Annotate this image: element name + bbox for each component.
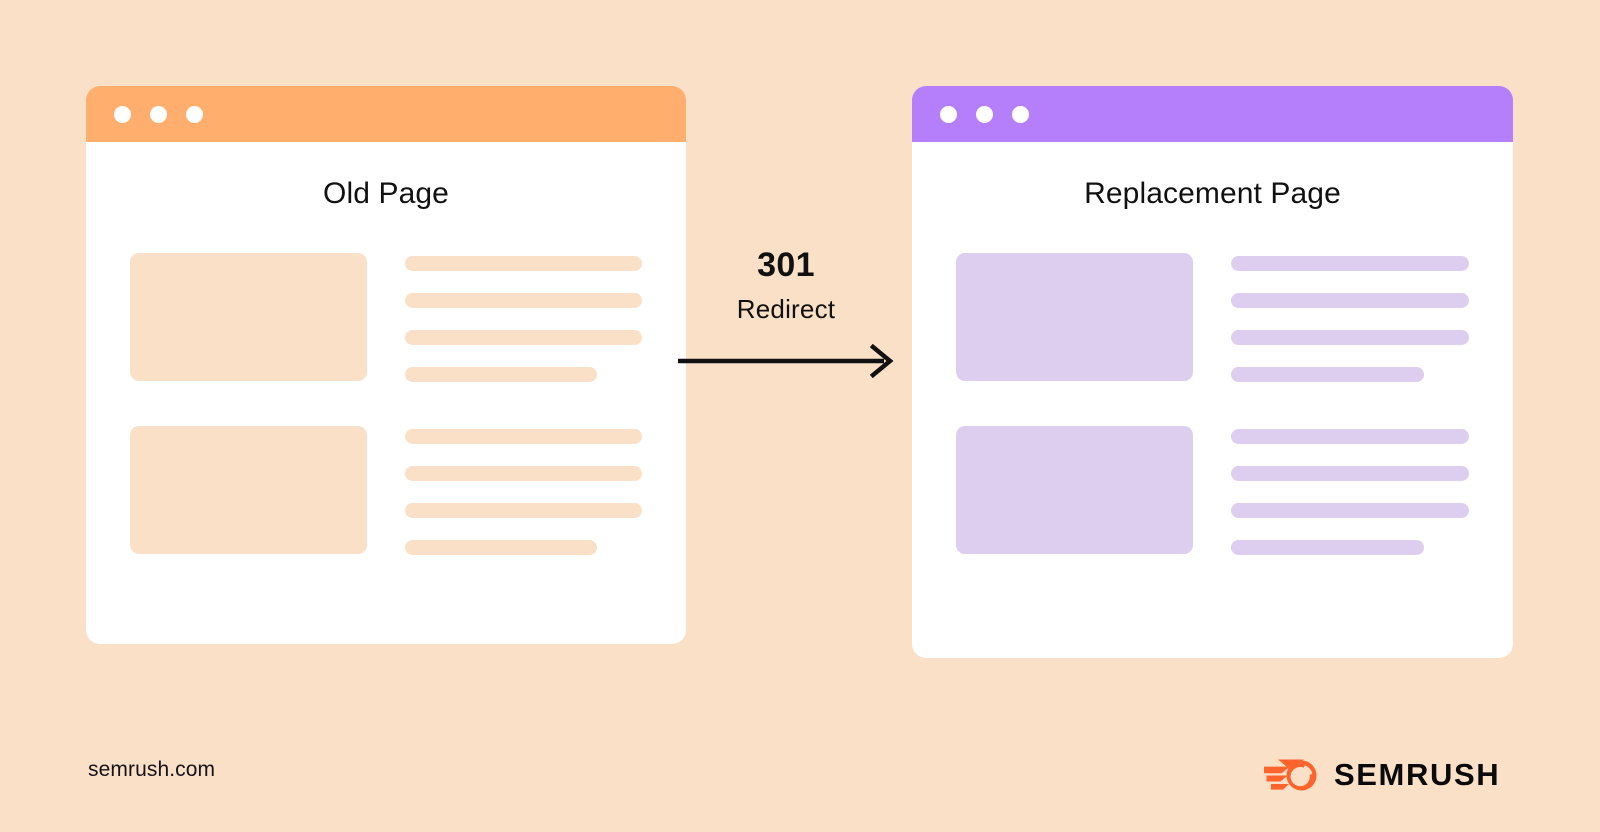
window-dot-close-icon[interactable] xyxy=(114,105,131,123)
image-placeholder xyxy=(130,426,367,554)
text-line xyxy=(1231,466,1469,481)
browser-window-old-page: Old Page xyxy=(86,86,686,644)
semrush-comet-icon xyxy=(1264,759,1317,791)
page-title-old: Old Page xyxy=(323,177,449,210)
image-placeholder xyxy=(130,253,367,381)
titlebar-old-page xyxy=(86,86,686,142)
content-block xyxy=(130,253,642,382)
page-title-replacement: Replacement Page xyxy=(1084,177,1341,210)
text-line xyxy=(1231,367,1424,382)
redirect-connector: 301 Redirect xyxy=(678,248,894,378)
window-dot-maximize-icon[interactable] xyxy=(186,105,203,123)
text-line xyxy=(1231,503,1469,518)
image-placeholder xyxy=(956,426,1193,554)
text-line xyxy=(405,540,597,555)
text-line xyxy=(1231,540,1424,555)
redirect-status-code: 301 xyxy=(757,246,815,284)
window-dot-minimize-icon[interactable] xyxy=(976,105,993,123)
window-dot-close-icon[interactable] xyxy=(940,105,957,123)
text-line xyxy=(1231,293,1469,308)
window-body-replacement-page: Replacement Page xyxy=(912,142,1513,658)
semrush-wordmark: SEMRUSH xyxy=(1334,756,1501,792)
text-line xyxy=(405,293,642,308)
text-line xyxy=(405,503,642,518)
text-line xyxy=(405,429,642,444)
titlebar-replacement-page xyxy=(912,86,1513,142)
text-placeholder-lines xyxy=(1231,253,1469,382)
text-line xyxy=(1231,429,1469,444)
arrow-right-icon xyxy=(678,344,894,378)
semrush-logo: SEMRUSH xyxy=(1264,752,1500,796)
text-line xyxy=(1231,256,1469,271)
window-body-old-page: Old Page xyxy=(86,142,686,644)
text-line xyxy=(405,466,642,481)
text-placeholder-lines xyxy=(405,426,642,555)
text-line xyxy=(1231,330,1469,345)
content-block xyxy=(130,426,642,555)
content-block xyxy=(956,426,1469,555)
text-line xyxy=(405,367,597,382)
text-line xyxy=(405,256,642,271)
text-line xyxy=(405,330,642,345)
footer-site-url: semrush.com xyxy=(88,758,216,781)
browser-window-replacement-page: Replacement Page xyxy=(912,86,1513,658)
text-placeholder-lines xyxy=(405,253,642,382)
text-placeholder-lines xyxy=(1231,426,1469,555)
window-dot-minimize-icon[interactable] xyxy=(150,105,167,123)
content-block xyxy=(956,253,1469,382)
redirect-label: Redirect xyxy=(736,294,836,324)
image-placeholder xyxy=(956,253,1193,381)
window-dot-maximize-icon[interactable] xyxy=(1012,105,1029,123)
